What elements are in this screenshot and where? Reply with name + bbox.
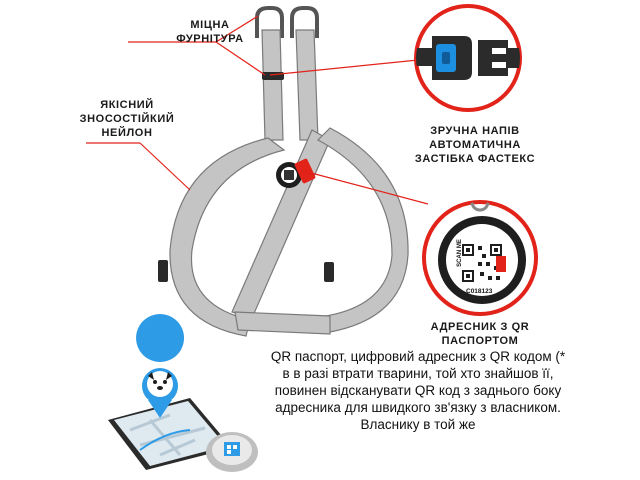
hardware-label: МІЦНА ФУРНІТУРА xyxy=(150,18,270,46)
buckle-label: ЗРУЧНА НАПІВ АВТОМАТИЧНА ЗАСТІБКА ФАСТЕК… xyxy=(400,124,550,166)
tag-label-line1: АДРЕСНИК З QR xyxy=(430,321,530,333)
qr-tag-icon xyxy=(276,158,316,188)
tag-code: C018123 xyxy=(466,288,493,295)
buckle-label-line1: ЗРУЧНА НАПІВ xyxy=(430,125,520,137)
map-pin-dog-icon xyxy=(136,314,185,418)
side-clip xyxy=(158,260,168,282)
side-clip xyxy=(324,262,334,282)
phone-map-icon xyxy=(108,398,232,470)
tag-detail-circle xyxy=(422,200,538,316)
buckle-label-line2: АВТОМАТИЧНА xyxy=(429,139,521,151)
tag-label-line2: ПАСПОРТОМ xyxy=(441,335,519,347)
d-ring-icon xyxy=(255,6,319,38)
qr-passport-description: QR паспорт, цифровий адресник з QR кодом… xyxy=(270,349,566,432)
tag-scan-text: SCAN ME xyxy=(456,239,463,267)
buckle-label-line3: ЗАСТІБКА ФАСТЕКС xyxy=(414,153,536,165)
callout-lines xyxy=(86,15,429,205)
tag-label: АДРЕСНИК З QR ПАСПОРТОМ xyxy=(420,320,540,348)
nylon-label-line3: НЕЙЛОН xyxy=(101,127,153,139)
nylon-label: ЯКІСНИЙ ЗНОСОСТІЙКИЙ НЕЙЛОН xyxy=(62,98,192,140)
buckle-detail-circle xyxy=(414,4,522,112)
nylon-label-line2: ЗНОСОСТІЙКИЙ xyxy=(79,113,175,125)
nylon-label-line1: ЯКІСНИЙ xyxy=(100,99,154,111)
hardware-label-line1: МІЦНА xyxy=(190,19,230,31)
hardware-label-line2: ФУРНІТУРА xyxy=(176,33,244,45)
qr-tag-icon xyxy=(206,432,258,472)
slider-buckle xyxy=(262,72,284,80)
